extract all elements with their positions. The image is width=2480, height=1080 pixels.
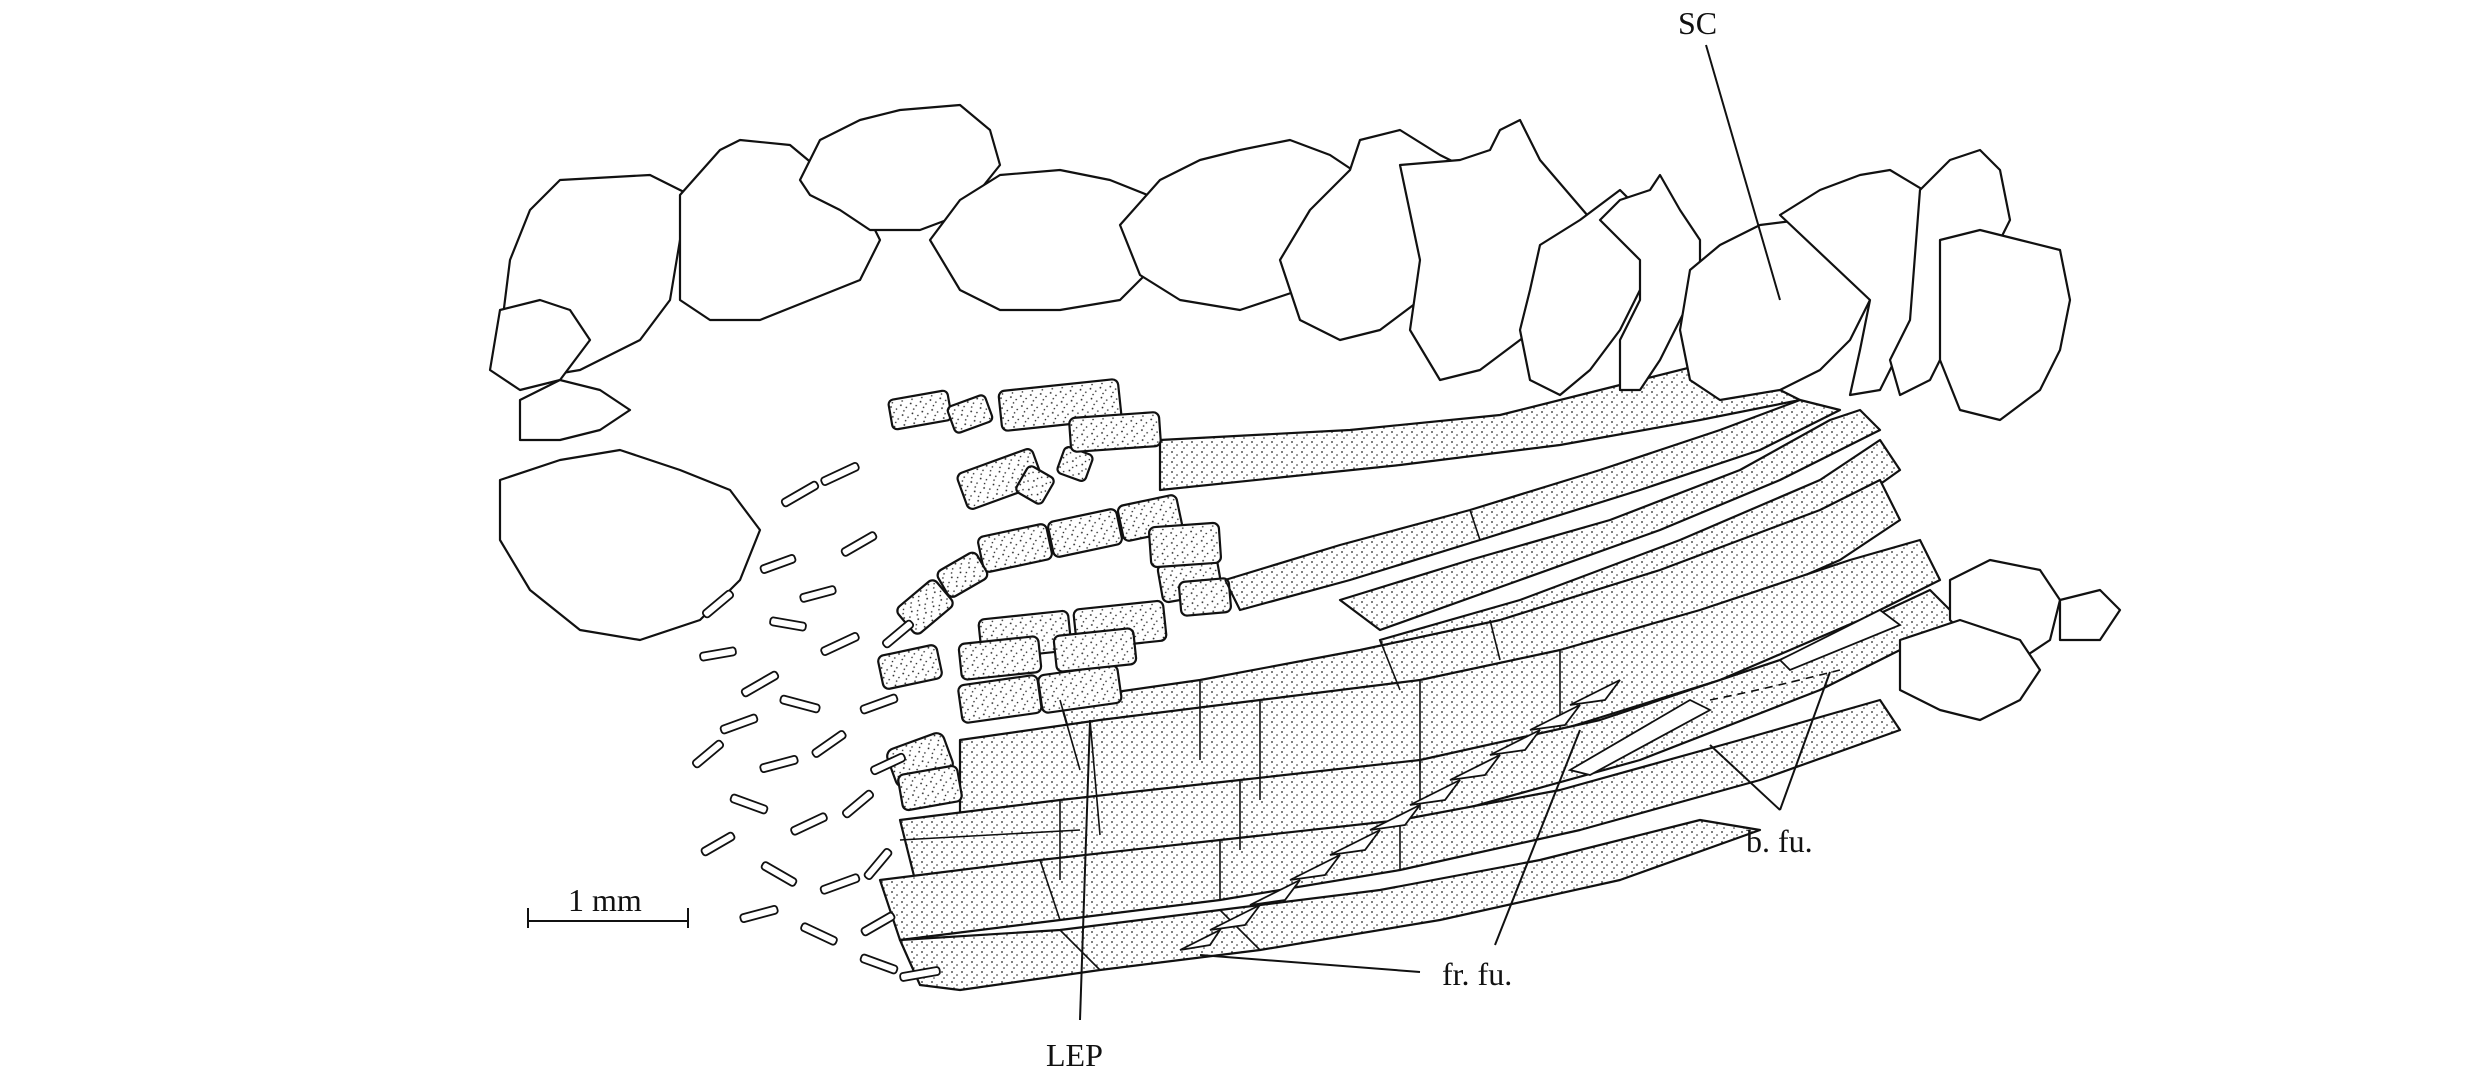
leader-b-fu-b xyxy=(1779,671,1831,811)
fin-ray xyxy=(878,698,1902,942)
label-scale-bar: 1 mm xyxy=(568,882,642,918)
fin-ray xyxy=(898,818,1762,992)
leader-fr-fu-a xyxy=(1199,954,1421,973)
lepidotrichia xyxy=(877,358,1962,992)
scale xyxy=(1938,228,2072,422)
scale xyxy=(1518,188,1652,397)
leader-lep xyxy=(1079,719,1091,1021)
leader-fr-fu-b xyxy=(1494,729,1581,946)
fragments xyxy=(691,462,941,982)
scale xyxy=(498,448,762,642)
scale xyxy=(2058,588,2122,642)
basal-fulcra xyxy=(1567,608,1902,776)
scale xyxy=(488,298,592,392)
label-b-fu: b. fu. xyxy=(1746,823,1813,859)
scale xyxy=(798,103,1002,232)
fin-ray xyxy=(1338,408,1882,632)
ray-joints xyxy=(899,509,1561,971)
label-lep: LEP xyxy=(1046,1037,1103,1073)
label-sc: SC xyxy=(1678,5,1717,41)
leader-b-fu-a xyxy=(1709,744,1781,811)
scales xyxy=(488,103,2122,722)
ray-segments xyxy=(877,378,1232,812)
leader-sc xyxy=(1705,44,1781,301)
fringing-fulcra xyxy=(1179,679,1621,951)
scale xyxy=(1598,173,1702,392)
leader-lines xyxy=(1079,44,1831,1021)
scale xyxy=(518,378,632,442)
label-fr-fu: fr. fu. xyxy=(1442,956,1512,992)
scale-bar xyxy=(527,908,689,928)
scale xyxy=(1898,618,2042,722)
